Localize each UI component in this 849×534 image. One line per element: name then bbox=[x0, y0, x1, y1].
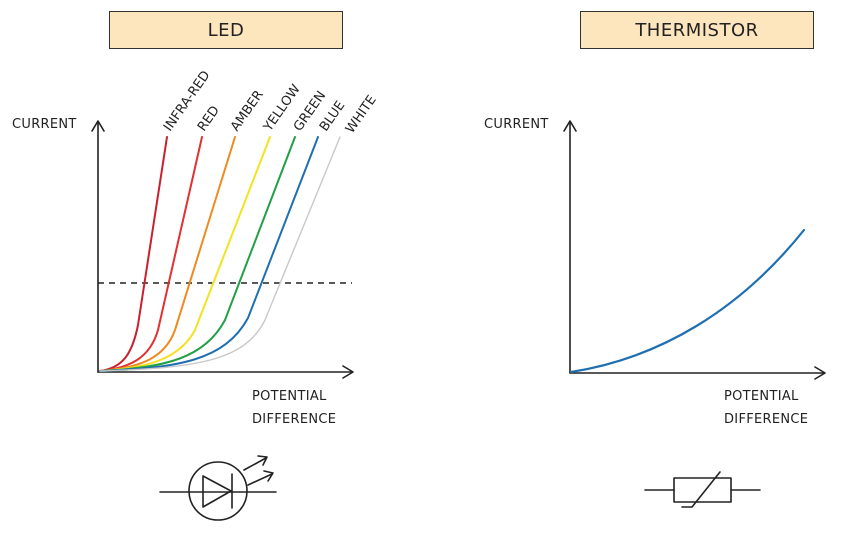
thermistor-x-axis-label-line2: DIFFERENCE bbox=[724, 412, 809, 427]
thermistor-symbol-icon bbox=[644, 471, 761, 508]
led-symbol-icon bbox=[159, 455, 277, 521]
curve-green bbox=[99, 136, 296, 372]
thermistor-y-axis-arrow-icon bbox=[563, 120, 577, 132]
thermistor-x-axis-label-line1: POTENTIAL bbox=[724, 389, 799, 404]
thermistor-title: THERMISTOR bbox=[580, 11, 814, 49]
thermistor-curve bbox=[569, 228, 806, 374]
curve-yellow bbox=[99, 136, 271, 372]
led-x-axis-label-line1: POTENTIAL bbox=[252, 389, 327, 404]
curve-white bbox=[99, 136, 341, 372]
led-title: LED bbox=[109, 11, 343, 49]
curve-blue bbox=[99, 136, 319, 372]
led-y-axis-label: CURRENT bbox=[12, 117, 77, 132]
thermistor-y-axis-label: CURRENT bbox=[484, 117, 549, 132]
label-amber: AMBER bbox=[228, 88, 267, 135]
thermistor-axes bbox=[563, 120, 826, 380]
label-white: WHITE bbox=[343, 93, 380, 137]
label-red: RED bbox=[195, 103, 223, 134]
led-axes bbox=[91, 120, 354, 379]
led-curves bbox=[99, 136, 341, 372]
led-x-axis-label-line2: DIFFERENCE bbox=[252, 412, 337, 427]
curve-red bbox=[99, 136, 203, 372]
led-x-axis-arrow-icon bbox=[342, 365, 354, 379]
led-y-axis-arrow-icon bbox=[91, 120, 105, 132]
led-curve-labels: INFRA-RED RED AMBER YELLOW GREEN BLUE WH… bbox=[161, 68, 380, 136]
thermistor-x-axis-arrow-icon bbox=[814, 366, 826, 380]
